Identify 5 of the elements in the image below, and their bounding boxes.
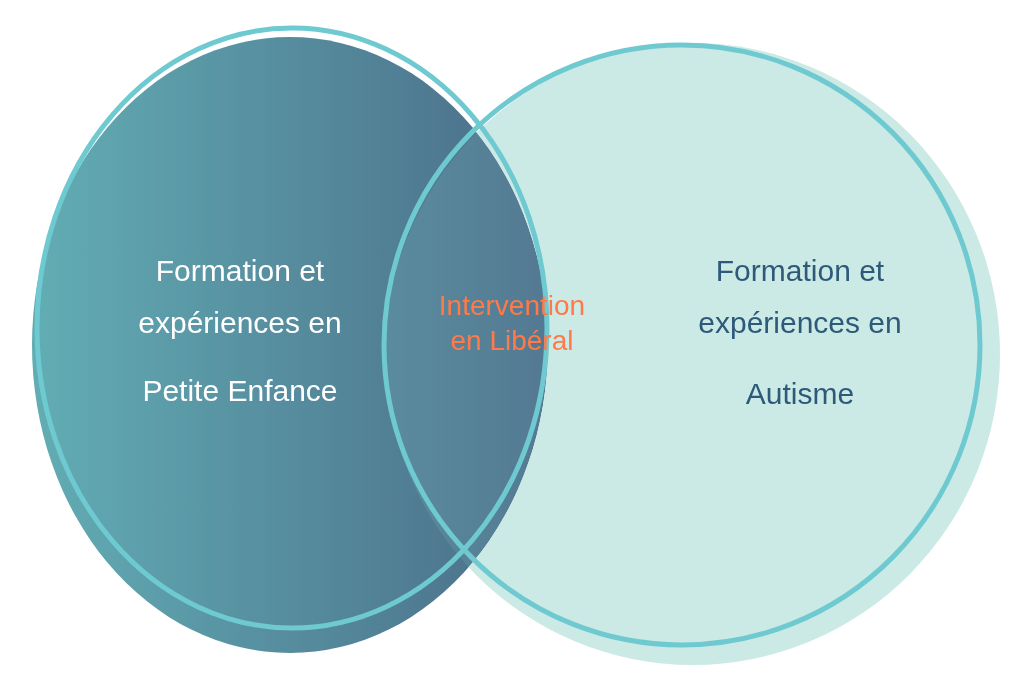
circle-label: Formation et expériences en xyxy=(697,253,903,341)
circle-label: Petite Enfance xyxy=(141,373,339,409)
venn-circle xyxy=(385,43,1000,665)
circle-label: Formation et expériences en xyxy=(137,253,343,341)
circle-label: Autisme xyxy=(744,376,856,412)
